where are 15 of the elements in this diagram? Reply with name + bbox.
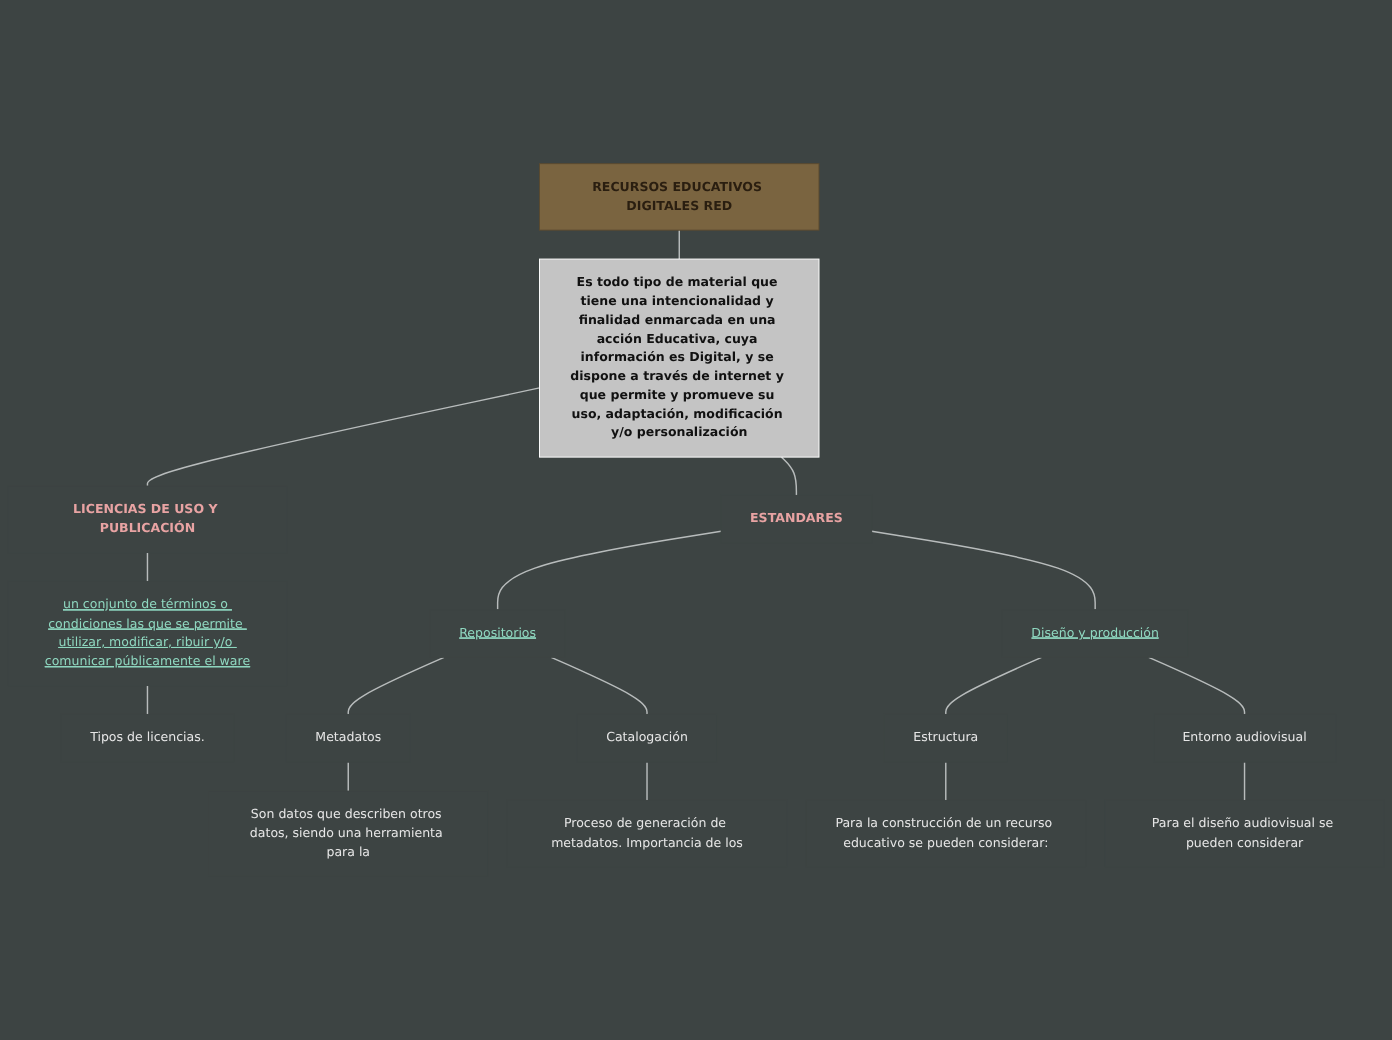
connector: [347, 656, 445, 716]
connector: [146, 387, 541, 487]
connector: [646, 761, 648, 802]
connector: [550, 656, 648, 716]
connector: [1243, 761, 1246, 802]
connector: [146, 551, 149, 583]
connector: [1148, 656, 1246, 716]
connector: [678, 229, 680, 260]
connector: [496, 530, 722, 611]
connector: [347, 761, 349, 792]
connector: [870, 530, 1096, 611]
connector: [146, 684, 149, 716]
connector: [780, 456, 798, 497]
connector: [945, 761, 947, 802]
connector: [945, 656, 1043, 716]
